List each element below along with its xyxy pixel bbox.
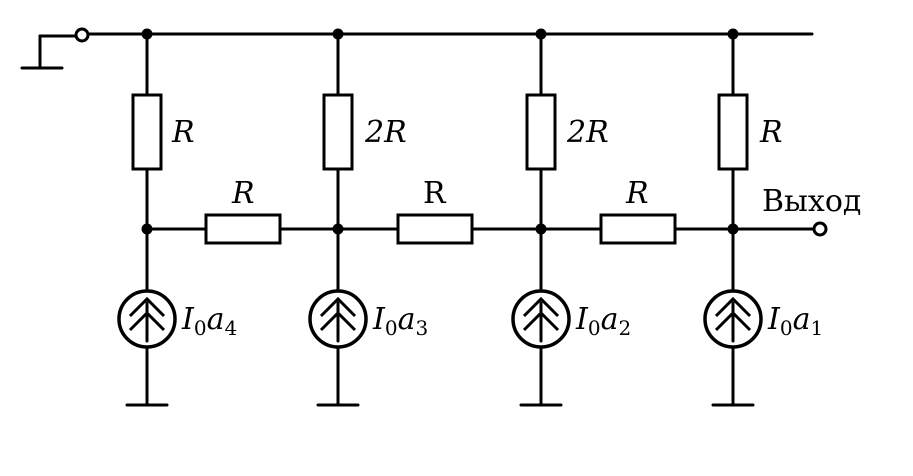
- vertical-resistor-label-1: R: [171, 115, 195, 150]
- output-label: Выход: [762, 184, 861, 219]
- vertical-resistor-1: [131, 93, 163, 171]
- branch-4: [711, 32, 755, 407]
- vertical-resistor-label-2: 2R: [364, 115, 407, 150]
- source-label-1: I0a4: [181, 302, 237, 340]
- vertical-resistor-2: [322, 93, 354, 171]
- junction-dots: [141, 28, 739, 235]
- current-source-3: [511, 289, 571, 349]
- source-label-2: I0a3: [372, 302, 428, 340]
- current-source-2: [308, 289, 368, 349]
- current-source-1: [117, 289, 177, 349]
- horizontal-resistor-2: [396, 213, 474, 245]
- vertical-resistor-label-4: R: [759, 115, 783, 150]
- source-label-3: I0a2: [575, 302, 631, 340]
- source-label-4: I0a1: [767, 302, 823, 340]
- branch-1: [125, 32, 169, 407]
- vertical-resistor-3: [525, 93, 557, 171]
- current-source-4: [703, 289, 763, 349]
- output-terminal: [812, 221, 828, 237]
- vertical-resistor-4: [717, 93, 749, 171]
- branch-2: [316, 32, 360, 407]
- horizontal-resistor-label-1: R: [231, 176, 255, 211]
- horizontal-resistor-1: [204, 213, 282, 245]
- horizontal-resistor-3: [599, 213, 677, 245]
- horizontal-resistor-label-2: R: [423, 176, 447, 211]
- horizontal-resistor-label-3: R: [625, 176, 649, 211]
- input-terminal: [74, 27, 90, 43]
- branch-3: [519, 32, 563, 407]
- top-ground-symbol: [20, 34, 78, 70]
- vertical-resistor-label-3: 2R: [566, 115, 609, 150]
